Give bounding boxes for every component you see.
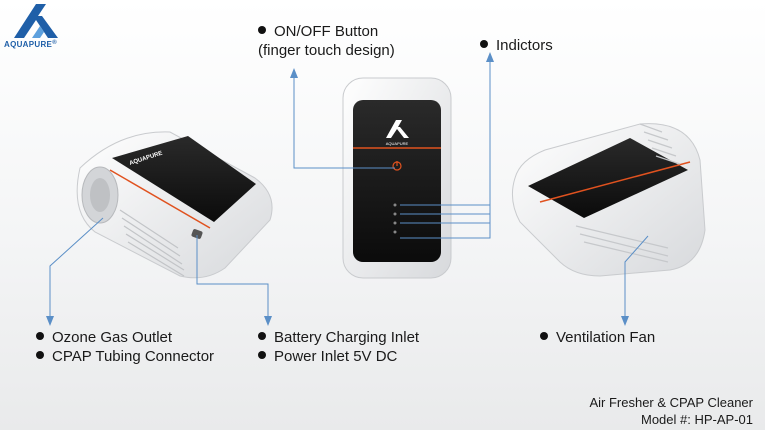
product-caption: Air Fresher & CPAP Cleaner Model #: HP-A… [589, 394, 753, 428]
caption-product-name: Air Fresher & CPAP Cleaner [589, 395, 753, 410]
bullet-icon [36, 351, 44, 359]
center-device-brand: AQUAPURE [386, 141, 409, 146]
callout-ozone-outlet: Ozone Gas Outlet CPAP Tubing Connector [36, 328, 214, 366]
callout-fan-label: Ventilation Fan [556, 329, 656, 346]
bullet-icon [258, 332, 266, 340]
caption-model-number: Model #: HP-AP-01 [641, 412, 753, 427]
bullet-icon [540, 332, 548, 340]
callout-on-off-label: ON/OFF Button [274, 23, 379, 40]
leader-ozone-outlet [49, 217, 104, 318]
leader-battery-inlet [196, 235, 269, 318]
callout-on-off-sublabel: (finger touch design) [258, 42, 395, 59]
leader-on-off [293, 76, 395, 169]
callout-ozone-label: Ozone Gas Outlet [52, 329, 173, 346]
callout-on-off-button: ON/OFF Button (finger touch design) [258, 22, 395, 60]
leader-arrowheads [46, 52, 629, 326]
leader-lines [49, 58, 649, 318]
callout-battery-inlet: Battery Charging Inlet Power Inlet 5V DC [258, 328, 419, 366]
device-right-view [511, 123, 706, 277]
callout-indicators-label: Indictors [496, 37, 553, 54]
device-center-view: AQUAPURE [342, 77, 452, 279]
aquapure-logo: AQUAPURE® [4, 2, 74, 54]
logo-wordmark: AQUAPURE [4, 40, 53, 49]
callout-power-label: Power Inlet 5V DC [274, 348, 398, 365]
device-left-view: AQUAPURE [76, 131, 273, 279]
callout-battery-label: Battery Charging Inlet [274, 329, 420, 346]
callout-cpap-label: CPAP Tubing Connector [52, 348, 215, 365]
leader-indicators [400, 58, 491, 239]
bullet-icon [258, 351, 266, 359]
logo-registered-mark: ® [52, 40, 57, 46]
bullet-icon [258, 26, 266, 34]
logo-mark-icon [14, 4, 58, 38]
bullet-icon [480, 40, 488, 48]
leader-ventilation-fan [624, 235, 649, 318]
bullet-icon [36, 332, 44, 340]
callout-indicators: Indictors [480, 36, 553, 55]
callout-ventilation-fan: Ventilation Fan [540, 328, 655, 347]
